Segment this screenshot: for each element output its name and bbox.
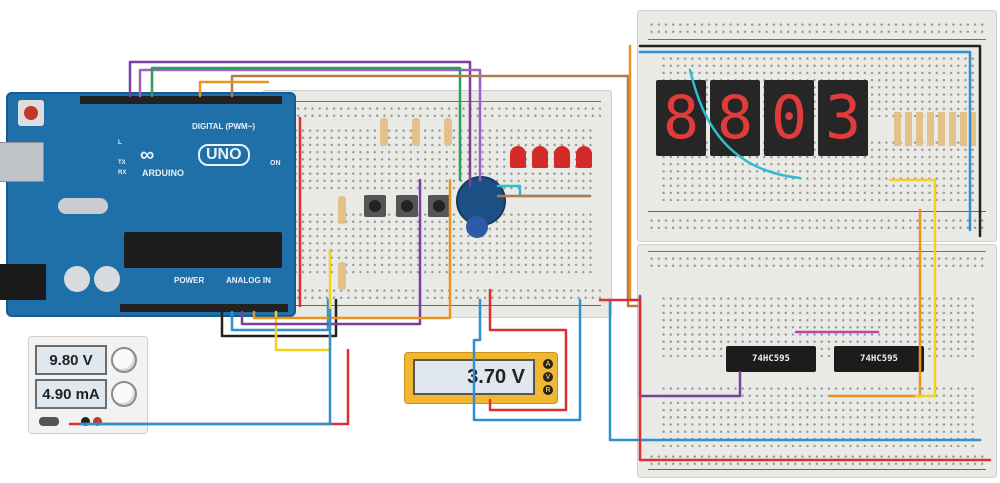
digit-4: 3: [818, 80, 868, 156]
digit-3: 0: [764, 80, 814, 156]
arduino-brand: ARDUINO: [142, 168, 184, 178]
tx-label: TX: [118, 160, 126, 166]
analog-label: ANALOG IN: [226, 276, 271, 285]
on-label: ON: [270, 160, 281, 167]
power-label: POWER: [174, 276, 205, 285]
led-4[interactable]: [576, 146, 592, 168]
arduino-logo-icon: ∞: [140, 144, 155, 166]
pushbutton-3[interactable]: [428, 195, 450, 217]
resistor-2[interactable]: [412, 118, 420, 146]
resistor-5[interactable]: [338, 262, 346, 290]
resistor-1[interactable]: [380, 118, 388, 146]
analog-header[interactable]: [120, 304, 288, 312]
psu-power-switch[interactable]: [39, 417, 59, 426]
digit-2: 8: [710, 80, 760, 156]
breadboard-shift[interactable]: [637, 244, 997, 478]
multimeter[interactable]: 3.70 V A V R: [404, 352, 558, 404]
l-label: L: [118, 140, 122, 146]
rx-label: RX: [118, 170, 127, 176]
resistor-bank[interactable]: [894, 112, 976, 146]
current-knob[interactable]: [111, 381, 137, 407]
led-2[interactable]: [532, 146, 548, 168]
uno-label: UNO: [198, 144, 250, 166]
crystal: [58, 198, 108, 214]
power-jack: [0, 264, 46, 300]
led-1[interactable]: [510, 146, 526, 168]
digital-header[interactable]: [80, 96, 282, 104]
digit-1: 8: [656, 80, 706, 156]
power-supply[interactable]: 9.80 V 4.90 mA: [28, 336, 148, 434]
arduino-uno-board[interactable]: UNO ARDUINO ∞ DIGITAL (PWM~) ANALOG IN P…: [0, 92, 296, 317]
resistor-4[interactable]: [338, 196, 346, 224]
wire-display-orange: [628, 44, 639, 302]
shift-register-1[interactable]: 74HC595: [726, 346, 816, 372]
multimeter-ammeter-button[interactable]: A: [543, 359, 553, 369]
digital-label: DIGITAL (PWM~): [192, 122, 256, 131]
capacitor-blue: [466, 216, 488, 238]
psu-terminal-black[interactable]: [81, 417, 90, 426]
resistor-3[interactable]: [444, 118, 452, 146]
psu-voltage-readout: 9.80 V: [35, 345, 107, 375]
multimeter-voltmeter-button[interactable]: V: [543, 372, 553, 382]
voltage-knob[interactable]: [111, 347, 137, 373]
capacitor-1: [64, 266, 90, 292]
psu-terminal-red[interactable]: [93, 417, 102, 426]
led-3[interactable]: [554, 146, 570, 168]
atmega-chip: [124, 232, 282, 268]
pushbutton-1[interactable]: [364, 195, 386, 217]
multimeter-ohmmeter-button[interactable]: R: [543, 385, 553, 395]
capacitor-2: [94, 266, 120, 292]
psu-current-readout: 4.90 mA: [35, 379, 107, 409]
pushbutton-2[interactable]: [396, 195, 418, 217]
shift-register-2[interactable]: 74HC595: [834, 346, 924, 372]
multimeter-reading: 3.70 V: [413, 359, 535, 395]
reset-button[interactable]: [18, 100, 44, 126]
usb-port: [0, 142, 44, 182]
